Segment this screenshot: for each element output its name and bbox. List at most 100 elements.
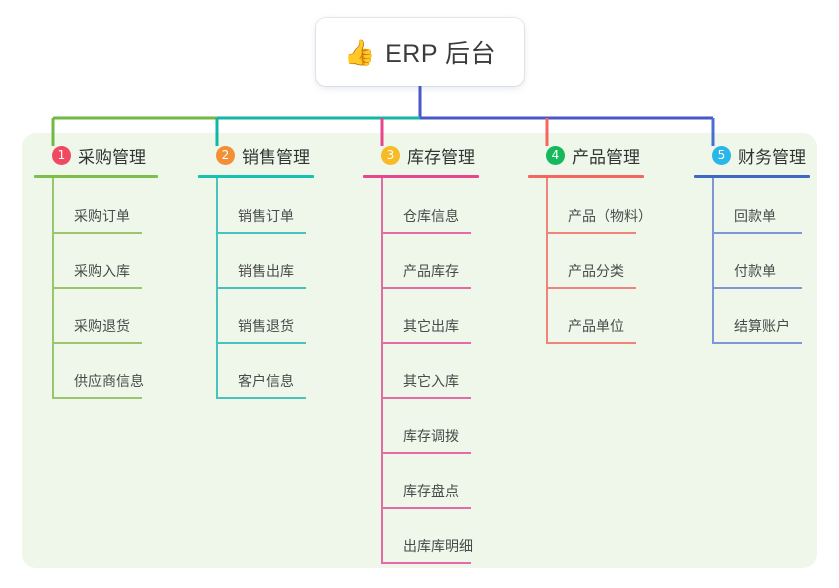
leaf-node[interactable]: 销售订单 bbox=[198, 178, 314, 234]
leaf-node-rule bbox=[216, 287, 306, 289]
column-badge-2: 2 bbox=[216, 145, 235, 165]
leaf-node[interactable]: 库存盘点 bbox=[363, 453, 479, 509]
column-badge-5: 5 bbox=[712, 145, 731, 165]
column-2: 2 销售管理销售订单销售出库销售退货客户信息 bbox=[198, 142, 314, 399]
leaf-node-rule bbox=[381, 287, 471, 289]
leaf-node[interactable]: 产品库存 bbox=[363, 233, 479, 289]
column-items-5: 回款单付款单结算账户 bbox=[694, 178, 810, 344]
column-header-5[interactable]: 5 财务管理 bbox=[694, 142, 810, 168]
column-5: 5 财务管理回款单付款单结算账户 bbox=[694, 142, 810, 344]
leaf-node-rule bbox=[216, 232, 306, 234]
leaf-node-rule bbox=[712, 287, 802, 289]
leaf-node-rule bbox=[546, 287, 636, 289]
leaf-node-rule bbox=[712, 232, 802, 234]
column-badge-1: 1 bbox=[52, 145, 71, 165]
column-items-2: 销售订单销售出库销售退货客户信息 bbox=[198, 178, 314, 399]
leaf-node-rule bbox=[52, 287, 142, 289]
leaf-node-rule bbox=[381, 507, 471, 509]
leaf-node[interactable]: 产品（物料） bbox=[528, 178, 652, 234]
leaf-node-rule bbox=[52, 397, 142, 399]
leaf-node[interactable]: 库存调拨 bbox=[363, 398, 479, 454]
column-header-2[interactable]: 2 销售管理 bbox=[198, 142, 314, 168]
root-node-erp-backend[interactable]: 👍 ERP 后台 bbox=[316, 18, 524, 86]
leaf-node[interactable]: 其它出库 bbox=[363, 288, 479, 344]
column-title-1: 采购管理 bbox=[78, 147, 146, 167]
leaf-node[interactable]: 供应商信息 bbox=[34, 343, 158, 399]
leaf-node-label: 采购订单 bbox=[74, 208, 130, 224]
column-4: 4 产品管理产品（物料） 产品分类产品单位 bbox=[528, 142, 652, 344]
column-rule-4 bbox=[528, 175, 644, 178]
leaf-node-label: 付款单 bbox=[734, 263, 776, 279]
leaf-node[interactable]: 付款单 bbox=[694, 233, 810, 289]
leaf-node[interactable]: 回款单 bbox=[694, 178, 810, 234]
leaf-node[interactable]: 仓库信息 bbox=[363, 178, 479, 234]
leaf-node-rule bbox=[546, 232, 636, 234]
leaf-node-rule bbox=[381, 452, 471, 454]
leaf-node-label: 其它入库 bbox=[403, 373, 459, 389]
column-items-4: 产品（物料） 产品分类产品单位 bbox=[528, 178, 652, 344]
leaf-node-rule bbox=[216, 397, 306, 399]
leaf-node-label: 库存调拨 bbox=[403, 428, 459, 444]
leaf-node-rule bbox=[546, 342, 636, 344]
leaf-node-rule bbox=[216, 342, 306, 344]
column-rail-4 bbox=[546, 178, 548, 343]
leaf-node-rule bbox=[52, 232, 142, 234]
leaf-node[interactable]: 产品单位 bbox=[528, 288, 644, 344]
leaf-node[interactable]: 出库库明细 bbox=[363, 508, 479, 564]
thumbs-up-icon: 👍 bbox=[343, 37, 376, 67]
leaf-node[interactable]: 其它入库 bbox=[363, 343, 479, 399]
column-rule-3 bbox=[363, 175, 479, 178]
leaf-node-label: 销售出库 bbox=[238, 263, 294, 279]
leaf-node-rule bbox=[381, 562, 471, 564]
leaf-node[interactable]: 产品分类 bbox=[528, 233, 644, 289]
column-rule-2 bbox=[198, 175, 314, 178]
column-badge-3: 3 bbox=[381, 145, 400, 165]
leaf-node-label: 采购退货 bbox=[74, 318, 130, 334]
column-1: 1 采购管理采购订单采购入库采购退货供应商信息 bbox=[34, 142, 158, 399]
column-title-2: 销售管理 bbox=[242, 147, 310, 167]
column-rail-5 bbox=[712, 178, 714, 343]
column-items-1: 采购订单采购入库采购退货供应商信息 bbox=[34, 178, 158, 399]
leaf-node-label: 产品库存 bbox=[403, 263, 459, 279]
column-header-1[interactable]: 1 采购管理 bbox=[34, 142, 158, 168]
column-title-5: 财务管理 bbox=[738, 147, 806, 167]
leaf-node[interactable]: 采购入库 bbox=[34, 233, 158, 289]
root-node-label: ERP 后台 bbox=[385, 40, 497, 68]
leaf-node[interactable]: 结算账户 bbox=[694, 288, 810, 344]
leaf-node-label: 产品（物料） bbox=[568, 208, 652, 224]
leaf-node[interactable]: 客户信息 bbox=[198, 343, 314, 399]
leaf-node[interactable]: 销售退货 bbox=[198, 288, 314, 344]
leaf-node[interactable]: 采购退货 bbox=[34, 288, 158, 344]
column-header-4[interactable]: 4 产品管理 bbox=[528, 142, 644, 168]
column-items-3: 仓库信息产品库存其它出库其它入库库存调拨库存盘点出库库明细 bbox=[363, 178, 479, 564]
column-title-4: 产品管理 bbox=[572, 147, 640, 167]
column-badge-4: 4 bbox=[546, 145, 565, 165]
column-title-3: 库存管理 bbox=[407, 147, 475, 167]
leaf-node[interactable]: 销售出库 bbox=[198, 233, 314, 289]
leaf-node-label: 销售退货 bbox=[238, 318, 294, 334]
leaf-node-rule bbox=[381, 397, 471, 399]
leaf-node-label: 供应商信息 bbox=[74, 373, 144, 389]
leaf-node-label: 采购入库 bbox=[74, 263, 130, 279]
leaf-node-label: 仓库信息 bbox=[403, 208, 459, 224]
leaf-node-label: 出库库明细 bbox=[403, 538, 473, 554]
leaf-node-label: 库存盘点 bbox=[403, 483, 459, 499]
leaf-node-label: 产品分类 bbox=[568, 263, 624, 279]
leaf-node-label: 客户信息 bbox=[238, 373, 294, 389]
background-panel bbox=[22, 133, 817, 568]
column-3: 3 库存管理仓库信息产品库存其它出库其它入库库存调拨库存盘点出库库明细 bbox=[363, 142, 479, 564]
leaf-node-rule bbox=[381, 232, 471, 234]
leaf-node-rule bbox=[381, 342, 471, 344]
leaf-node-label: 其它出库 bbox=[403, 318, 459, 334]
column-header-3[interactable]: 3 库存管理 bbox=[363, 142, 479, 168]
leaf-node-rule bbox=[712, 342, 802, 344]
leaf-node-label: 回款单 bbox=[734, 208, 776, 224]
leaf-node-label: 结算账户 bbox=[734, 318, 790, 334]
leaf-node[interactable]: 采购订单 bbox=[34, 178, 158, 234]
column-rule-5 bbox=[694, 175, 810, 178]
leaf-node-rule bbox=[52, 342, 142, 344]
leaf-node-label: 产品单位 bbox=[568, 318, 624, 334]
column-rule-1 bbox=[34, 175, 158, 178]
column-rail-3 bbox=[381, 178, 383, 563]
